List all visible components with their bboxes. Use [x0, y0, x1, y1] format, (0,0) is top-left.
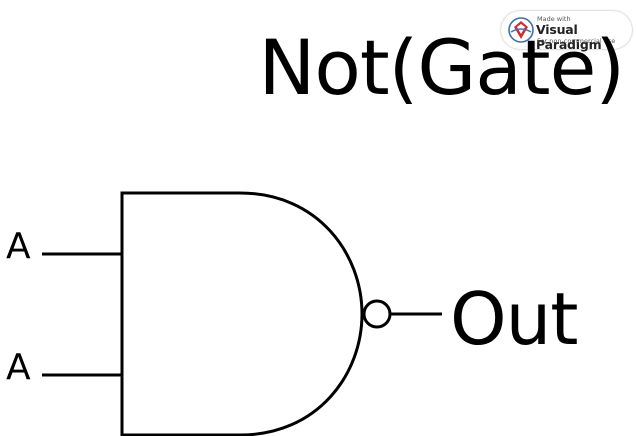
watermark-made-with: Made with [537, 15, 571, 23]
input-label-1: A [6, 226, 31, 267]
gate-body [120, 191, 364, 436]
watermark-usage: For non-commercial use [537, 37, 616, 45]
diagram-title: Not(Gate) [258, 23, 625, 112]
inversion-bubble [362, 299, 392, 329]
visual-paradigm-logo-icon [508, 17, 534, 43]
output-label: Out [450, 277, 579, 361]
visual-paradigm-watermark: Made with Visual Paradigm For non-commer… [501, 11, 632, 52]
input-label-2: A [6, 347, 31, 388]
watermark-brand: Visual Paradigm [536, 22, 602, 52]
